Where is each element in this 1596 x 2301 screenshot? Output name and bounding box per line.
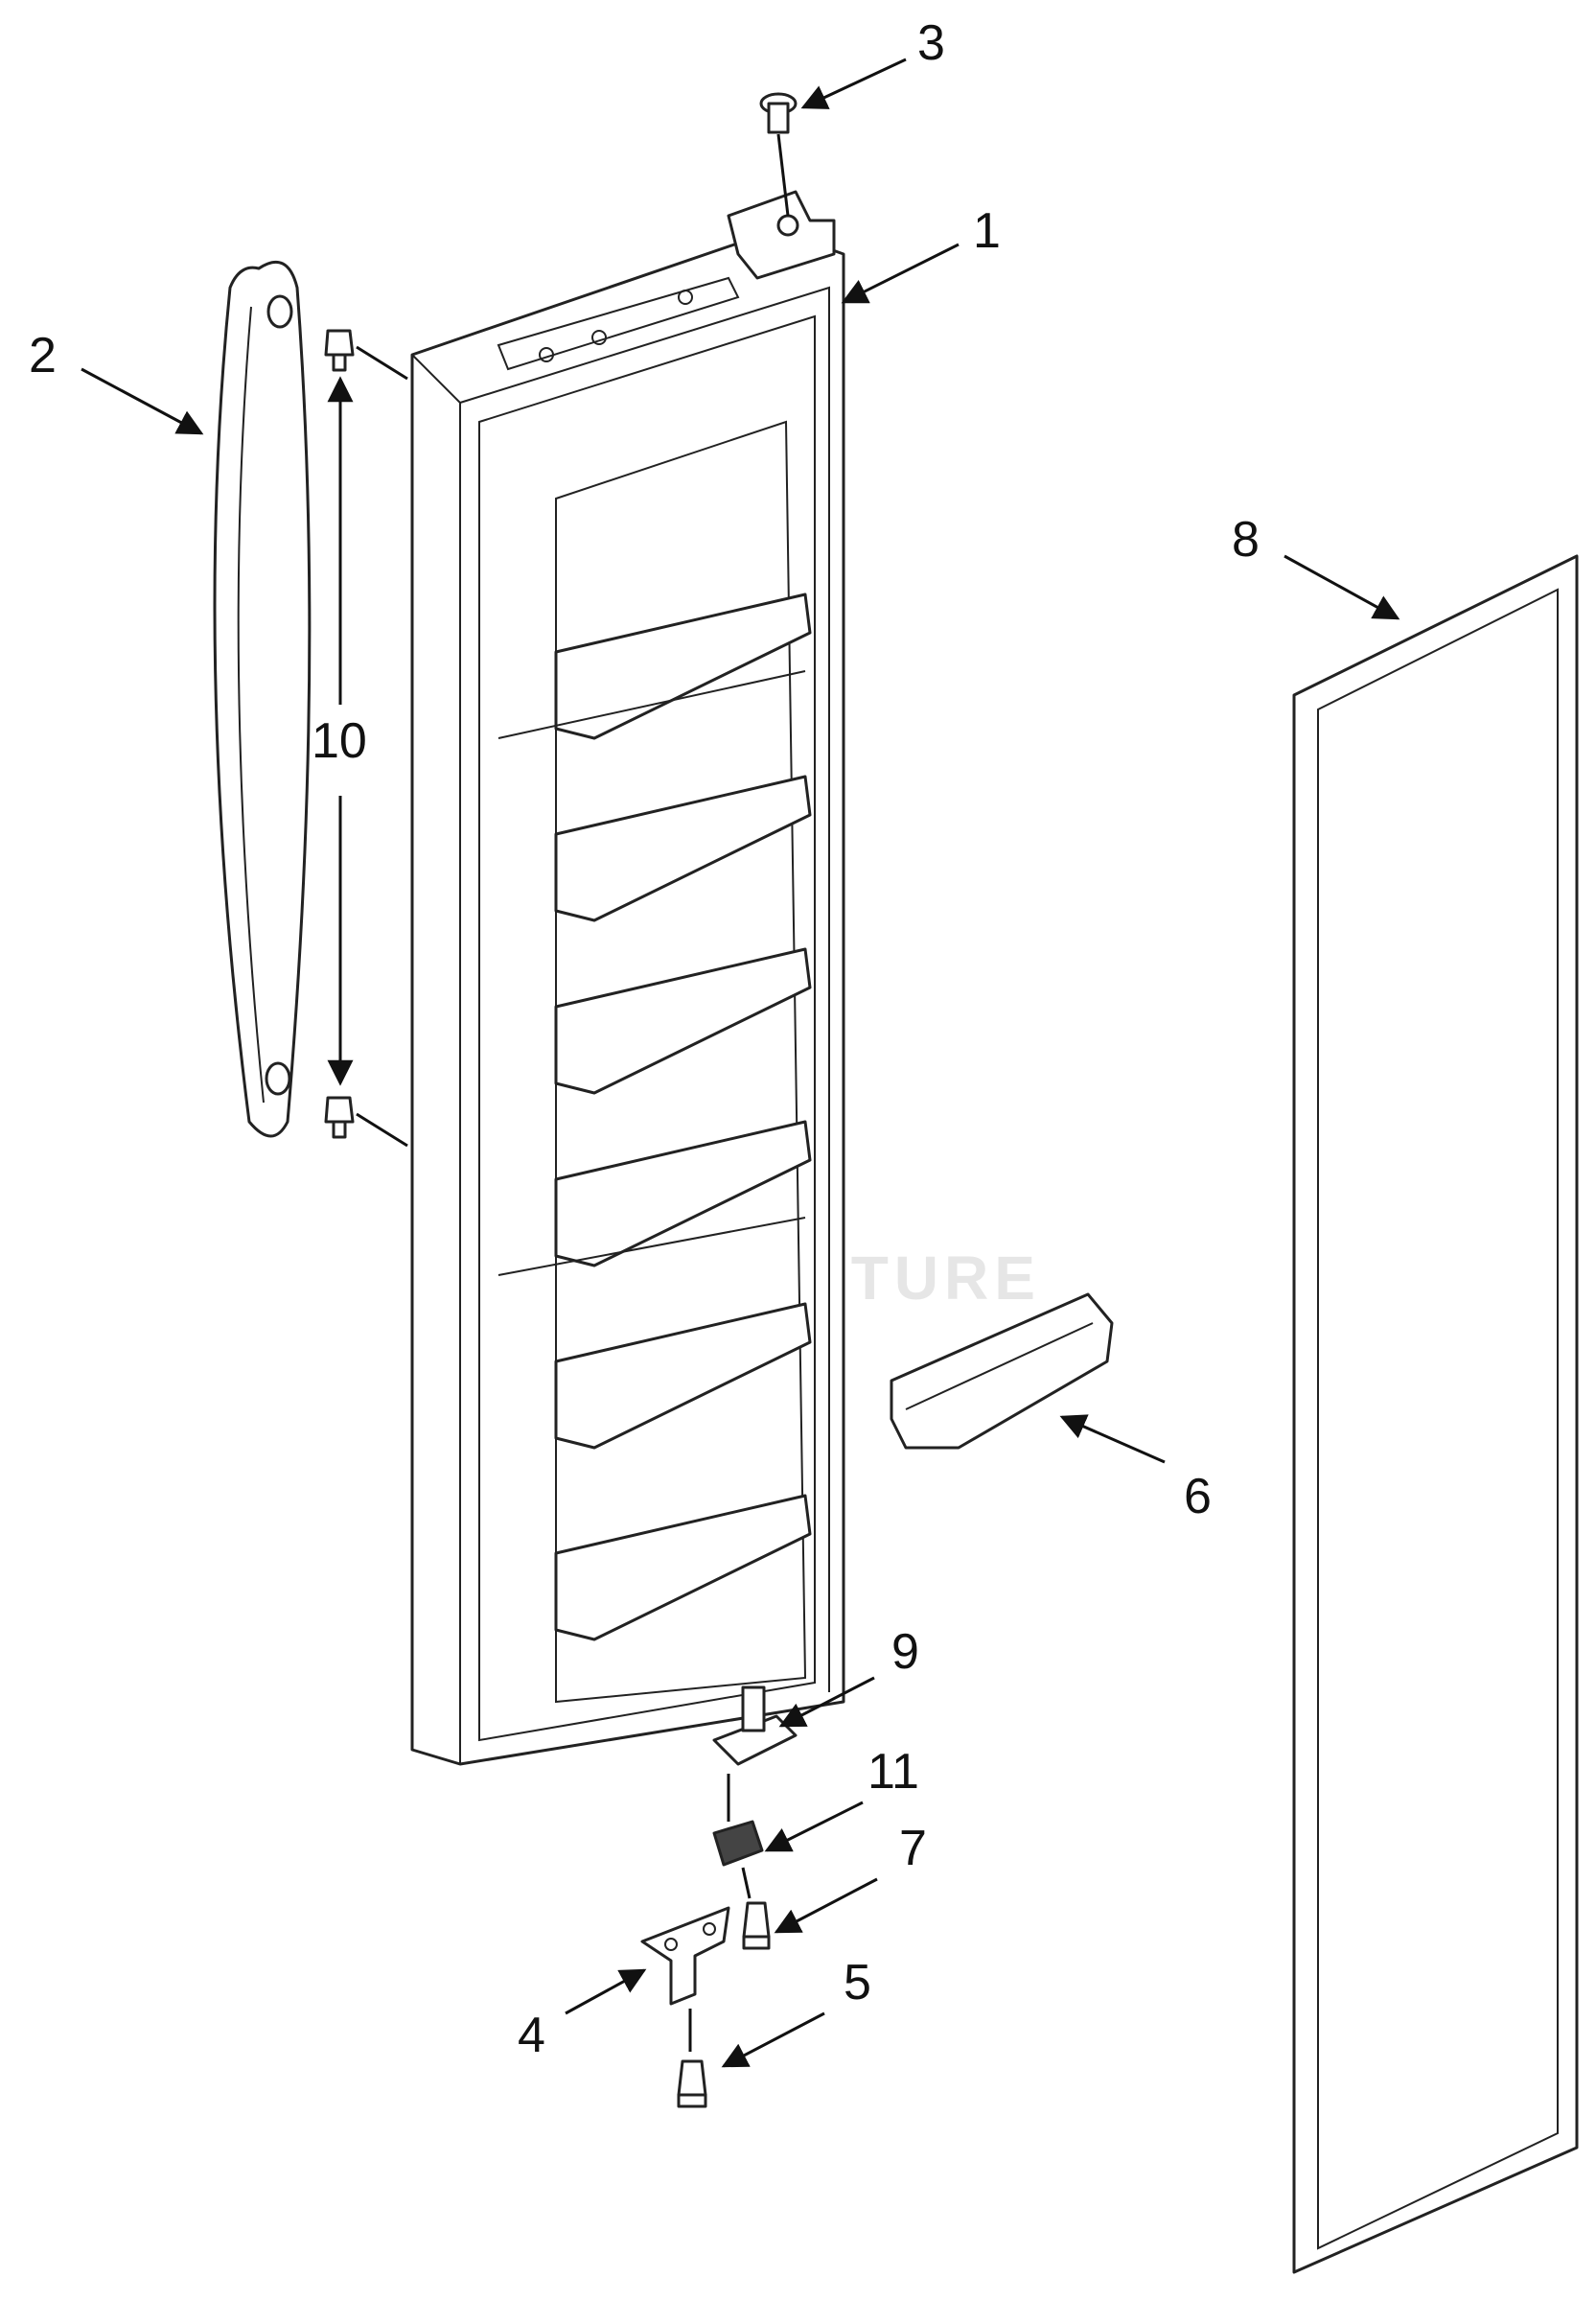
handle-screw-top xyxy=(324,329,355,372)
callout-11: 11 xyxy=(867,1744,919,1800)
handle-screw-bottom xyxy=(324,1096,355,1139)
callout-3: 3 xyxy=(917,15,945,71)
arrow-9 xyxy=(778,1676,875,1728)
bottom-screw-part xyxy=(677,2059,707,2108)
door-shelves xyxy=(497,593,812,1641)
arrow-4 xyxy=(565,1968,647,2015)
arrow-3 xyxy=(800,58,907,109)
bottom-hinge-part xyxy=(640,1906,730,2006)
arrow-11 xyxy=(764,1801,864,1852)
bushing-guide-line xyxy=(741,1867,752,1899)
door-bin-part xyxy=(890,1292,1114,1450)
hinge-pin-part xyxy=(712,1685,798,1766)
arrow-8 xyxy=(1284,554,1400,620)
callout-9: 9 xyxy=(891,1624,919,1680)
callout-7: 7 xyxy=(899,1821,927,1876)
arrow-1 xyxy=(841,243,960,304)
hinge-cap-guide-line xyxy=(776,133,790,217)
hinge-cap-part xyxy=(759,92,798,134)
callout-6: 6 xyxy=(1184,1469,1212,1524)
hinge-screw-part xyxy=(742,1901,771,1950)
arrow-7 xyxy=(774,1877,878,1934)
callout-5: 5 xyxy=(844,1955,871,2010)
callout-10: 10 xyxy=(312,713,367,769)
screw-leader-line-top xyxy=(356,345,408,381)
callout-4: 4 xyxy=(518,2008,545,2063)
callout-1: 1 xyxy=(973,203,1001,259)
callout-2: 2 xyxy=(29,328,57,384)
door-gasket-part xyxy=(1292,554,1579,2274)
arrow-5 xyxy=(721,2011,825,2068)
hinge-hole-icon xyxy=(776,214,799,237)
screw-leader-line-bottom xyxy=(356,1112,408,1148)
callout-8: 8 xyxy=(1232,512,1260,568)
door-handle-part xyxy=(213,260,312,1138)
hinge-bushing-part xyxy=(712,1820,764,1867)
arrow-2 xyxy=(81,367,204,435)
arrow-6 xyxy=(1059,1414,1166,1464)
